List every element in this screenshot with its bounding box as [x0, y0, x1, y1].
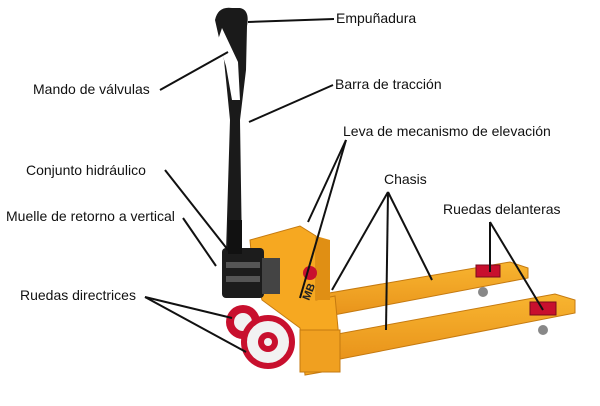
callout-line-ruedas-dir-1 — [144, 296, 233, 319]
steering-wheels — [226, 305, 295, 369]
callout-line-ruedas-dir-2 — [144, 296, 247, 353]
callout-line-leva-2 — [299, 139, 347, 299]
callout-line-muelle — [182, 217, 217, 267]
callout-line-chasis-2 — [387, 191, 433, 281]
callout-line-barra — [248, 84, 334, 123]
label-ruedas-delanteras: Ruedas delanteras — [443, 201, 561, 217]
chassis — [249, 225, 576, 376]
callout-line-chasis-1 — [331, 191, 389, 291]
callout-line-conjunto — [164, 169, 229, 251]
hydraulic-unit — [222, 248, 280, 298]
label-chasis: Chasis — [384, 171, 427, 187]
label-mando-valvulas: Mando de válvulas — [33, 81, 150, 97]
label-conjunto-hidraulico: Conjunto hidráulico — [26, 162, 146, 178]
label-leva-elevacion: Leva de mecanismo de elevación — [343, 123, 551, 139]
handle — [215, 7, 248, 254]
callout-line-empunadura — [247, 18, 335, 23]
label-ruedas-directrices: Ruedas directrices — [20, 287, 136, 303]
label-barra-traccion: Barra de tracción — [335, 76, 442, 92]
label-muelle-retorno: Muelle de retorno a vertical — [6, 208, 175, 224]
front-wheels — [475, 264, 557, 335]
callout-line-mando — [159, 51, 229, 91]
callout-line-chasis-3 — [385, 191, 389, 331]
callout-line-ruedas-del-2 — [489, 221, 544, 311]
callout-lines — [144, 18, 544, 353]
label-empunadura: Empuñadura — [336, 10, 417, 26]
callout-line-leva-1 — [307, 139, 347, 223]
brand-mark-text: MB — [301, 282, 319, 302]
